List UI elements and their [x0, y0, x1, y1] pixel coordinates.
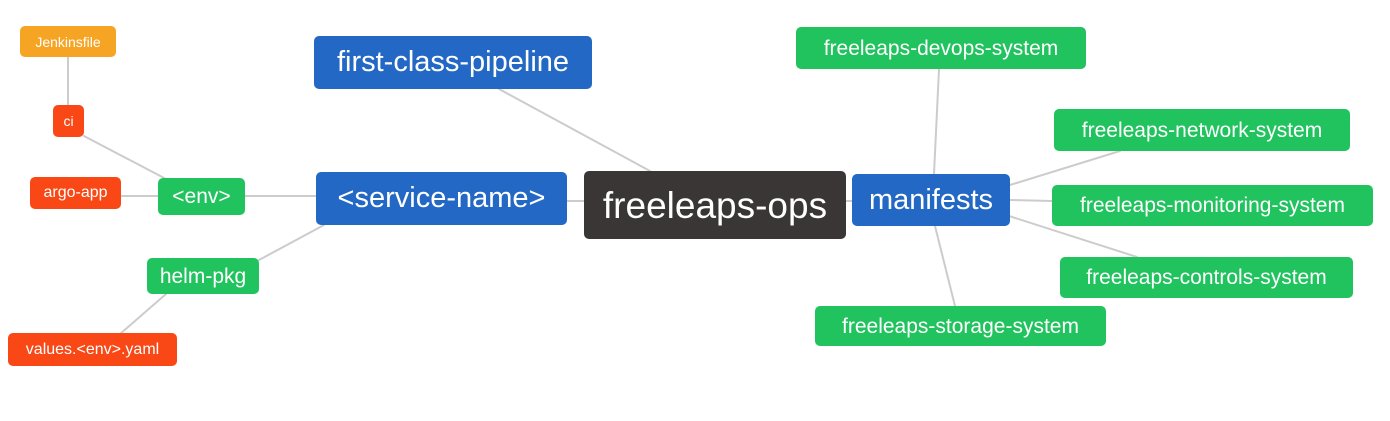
node-network-system[interactable]: freeleaps-network-system: [1054, 109, 1350, 151]
node-values-yaml[interactable]: values.<env>.yaml: [8, 333, 177, 366]
node-service-name[interactable]: <service-name>: [316, 172, 567, 225]
edge-service-name-to-helm-pkg: [258, 224, 325, 261]
edge-ci-to-env: [83, 135, 167, 180]
edge-manifests-to-storage-system: [934, 225, 956, 307]
edge-manifests-to-devops-system: [933, 68, 940, 175]
edge-manifests-to-monitoring-system: [1009, 199, 1053, 202]
node-freeleaps-ops[interactable]: freeleaps-ops: [584, 171, 846, 239]
node-env[interactable]: <env>: [158, 178, 245, 215]
node-manifests[interactable]: manifests: [852, 174, 1010, 226]
node-argo-app[interactable]: argo-app: [30, 177, 121, 209]
node-first-class-pipeline[interactable]: first-class-pipeline: [314, 36, 592, 89]
node-ci[interactable]: ci: [53, 105, 84, 137]
node-monitoring-system[interactable]: freeleaps-monitoring-system: [1052, 185, 1373, 226]
node-helm-pkg[interactable]: helm-pkg: [147, 258, 259, 294]
edge-helm-pkg-to-values-yaml: [119, 293, 167, 335]
node-storage-system[interactable]: freeleaps-storage-system: [815, 306, 1106, 346]
edge-manifests-to-network-system: [1009, 150, 1121, 186]
node-devops-system[interactable]: freeleaps-devops-system: [796, 27, 1086, 69]
node-controls-system[interactable]: freeleaps-controls-system: [1060, 257, 1353, 298]
node-jenkinsfile[interactable]: Jenkinsfile: [20, 26, 116, 57]
edge-first-class-pipeline-to-freeleaps-ops: [498, 88, 651, 172]
